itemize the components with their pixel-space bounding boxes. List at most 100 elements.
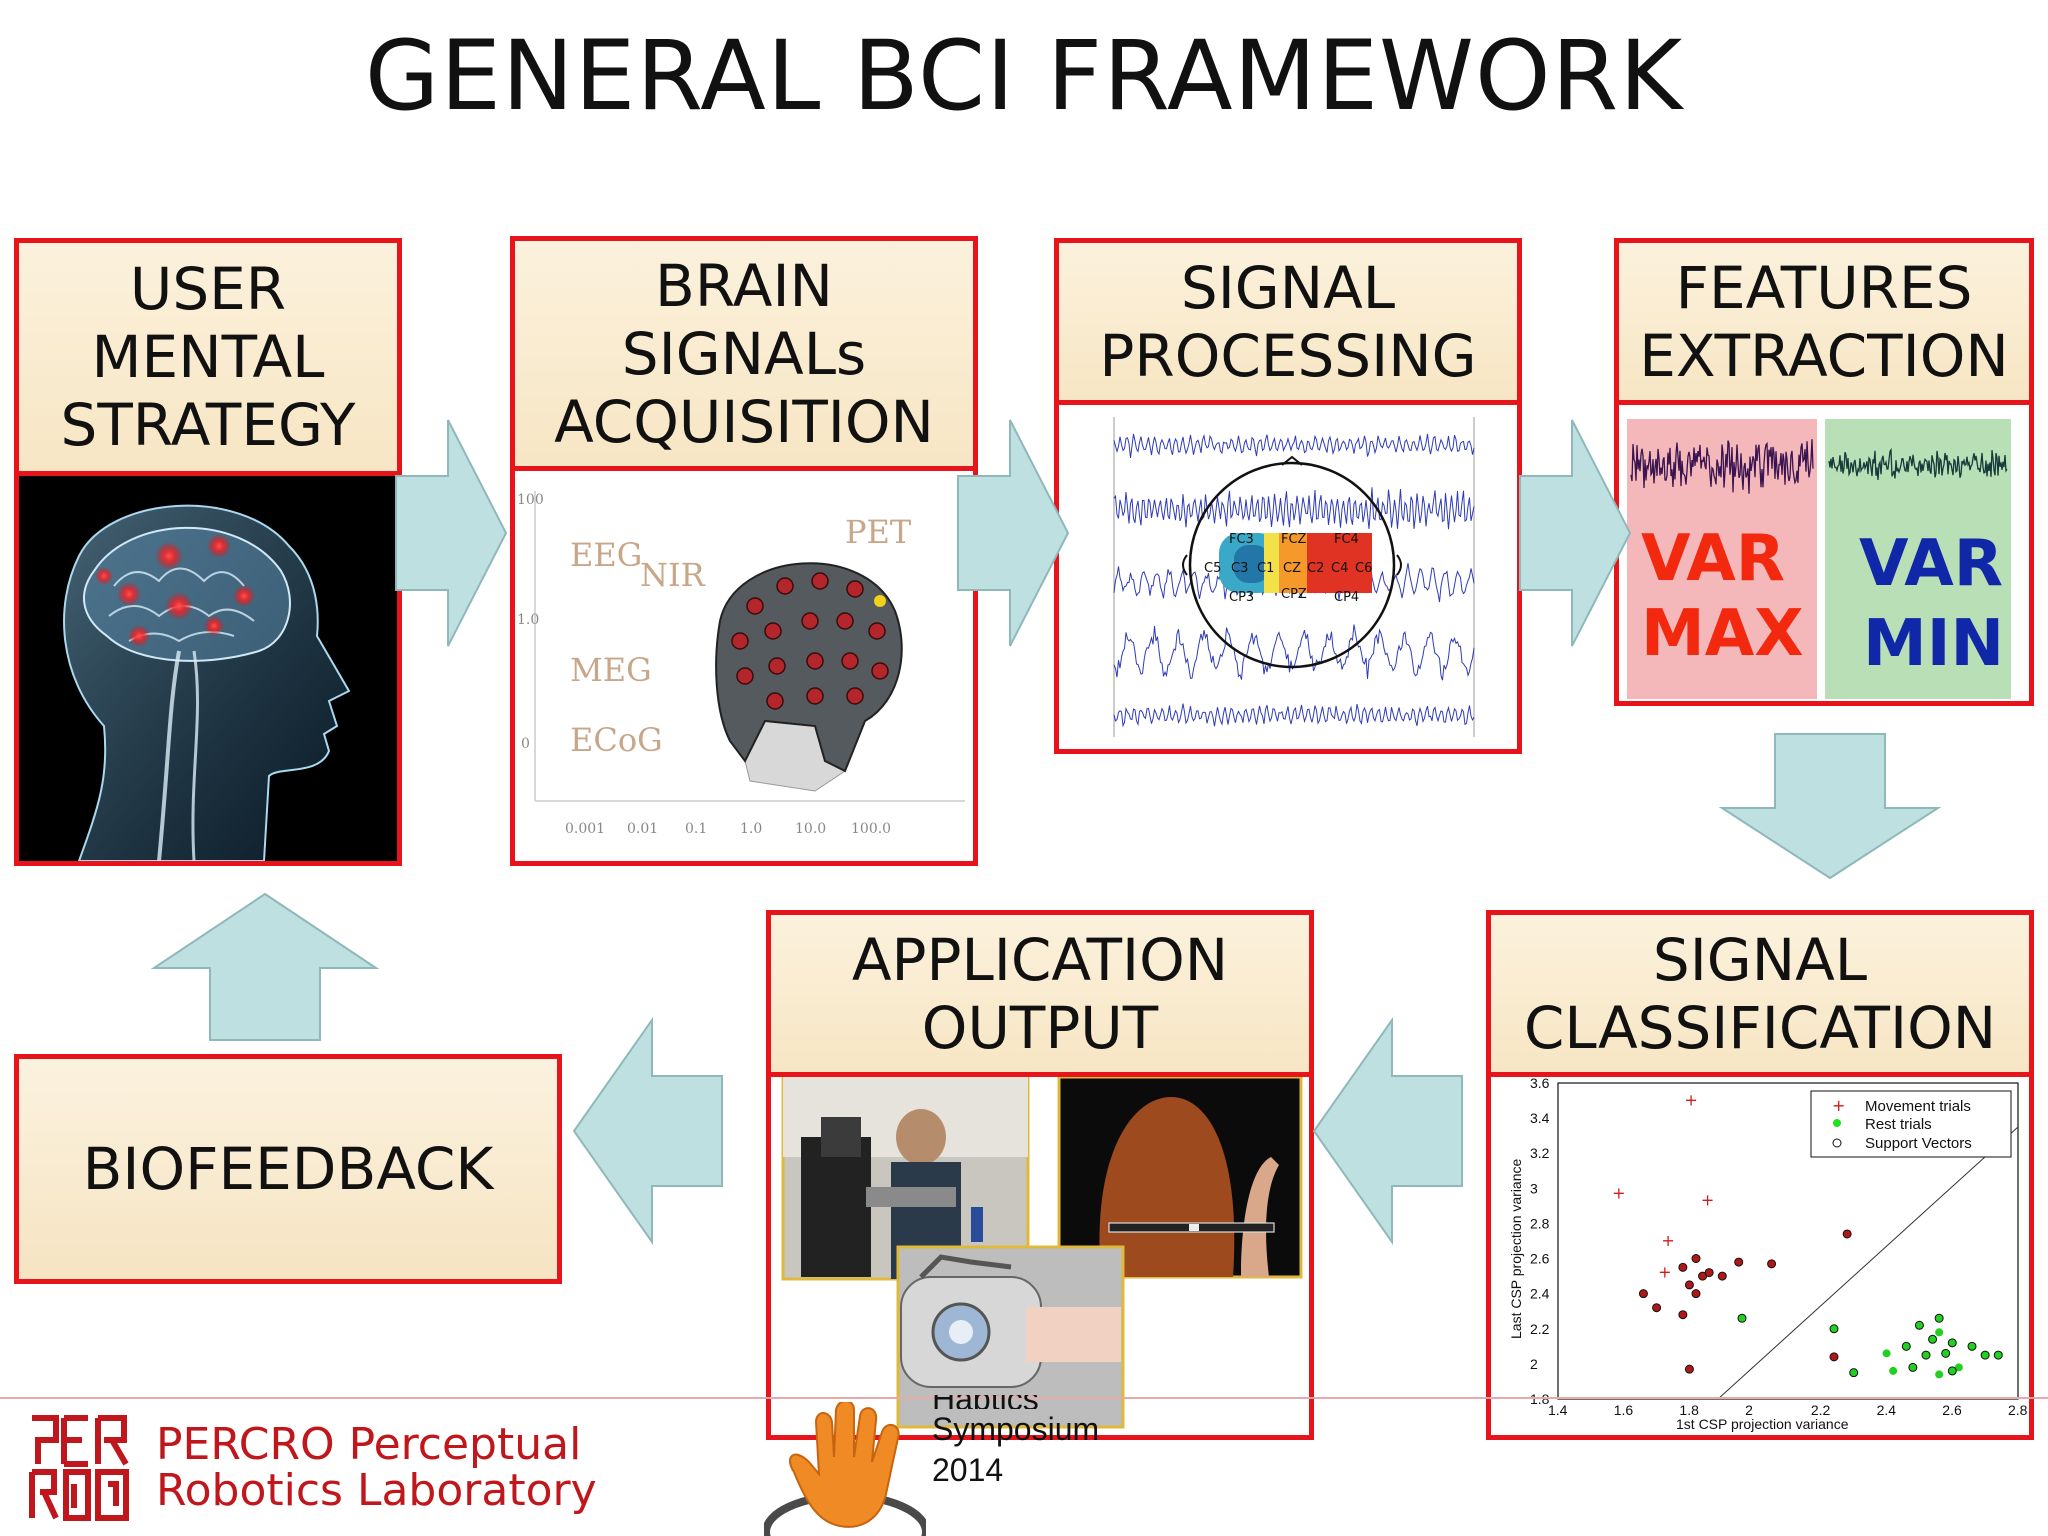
y-tick-label: 1.8 <box>1530 1391 1550 1407</box>
rest-trial-point <box>1954 1363 1963 1372</box>
features-image: VAR MAX VAR MIN <box>1619 405 2029 701</box>
eeg-traces: FC3 FCZ FC4 C5 C3 C1 CZ C2 C4 C6 CP3 CPZ… <box>1113 417 1475 737</box>
movement-trial-point <box>1678 1262 1688 1272</box>
electrode-label: C1 <box>1257 561 1274 576</box>
movement-trial-point <box>1767 1259 1777 1269</box>
electrode-label: FC3 <box>1229 532 1254 547</box>
movement-trial-point: + <box>1612 1184 1625 1203</box>
header-line: PROCESSING <box>1099 321 1477 390</box>
header-line: USER <box>129 255 287 323</box>
electrode-label: C4 <box>1331 561 1348 576</box>
variance-panels: VAR MAX VAR MIN <box>1627 419 2011 699</box>
y-tick-label: 3.4 <box>1530 1110 1550 1126</box>
movement-trial-point: + <box>1661 1231 1674 1250</box>
header-line: EXTRACTION <box>1639 321 2009 390</box>
header-line: OUTPUT <box>921 993 1159 1062</box>
arrow-down-icon <box>1718 733 1942 880</box>
box-user-mental-strategy: USER MENTAL STRATEGY <box>14 238 402 866</box>
haptics-hand-logo-icon <box>764 1402 926 1536</box>
header-line: SIGNAL <box>1652 925 1868 994</box>
electrode-label: CPZ <box>1281 587 1307 602</box>
movement-trial-point <box>1734 1257 1744 1267</box>
header-line: FEATURES <box>1675 253 1973 322</box>
rest-trial-point <box>1935 1328 1944 1337</box>
legend-item: Rest trials <box>1865 1116 1932 1133</box>
arrow-left-icon <box>572 1016 723 1246</box>
y-tick-label: 2.6 <box>1530 1251 1550 1267</box>
header-features-extraction: FEATURES EXTRACTION <box>1619 243 2029 405</box>
acquisition-image: 100 1.0 0 0.001 0.01 0.1 1.0 10.0 100.0 … <box>515 471 973 861</box>
x-tick: 100.0 <box>851 821 891 837</box>
electrode-label: C3 <box>1231 561 1248 576</box>
box-features-extraction: FEATURES EXTRACTION VAR MAX VAR MIN <box>1614 238 2034 706</box>
header-line: SIGNALs <box>621 319 867 388</box>
rest-trial-point <box>1737 1313 1747 1323</box>
box-biofeedback: BIOFEEDBACK <box>14 1054 562 1284</box>
rest-trial-point <box>1941 1348 1951 1358</box>
eeg-trace <box>1113 703 1475 728</box>
legend-marker-circle-icon <box>1832 1138 1842 1148</box>
electrode-label: CZ <box>1283 561 1301 576</box>
legend-marker-plus-icon: + <box>1832 1096 1845 1115</box>
x-axis-label: 1st CSP projection variance <box>1676 1416 1849 1432</box>
lab-name: PERCRO Perceptual Robotics Laboratory <box>156 1422 597 1514</box>
movement-trial-point <box>1684 1364 1694 1374</box>
rest-trial-point <box>1849 1368 1859 1378</box>
x-tick: 0.01 <box>627 821 658 837</box>
y-tick-label: 3.6 <box>1530 1077 1550 1091</box>
header-biofeedback: BIOFEEDBACK <box>19 1059 557 1279</box>
x-tick: 0.1 <box>685 821 707 837</box>
movement-trial-point <box>1652 1303 1662 1313</box>
arrow-right-icon <box>395 419 508 647</box>
movement-trial-point: + <box>1658 1263 1671 1282</box>
x-tick-label: 1.4 <box>1548 1402 1568 1418</box>
rest-trial-point <box>1947 1366 1957 1376</box>
electrode-label: FCZ <box>1281 532 1307 547</box>
modality-label: NIR <box>640 556 706 594</box>
electrode-label: FC4 <box>1334 532 1359 547</box>
x-tick: 10.0 <box>795 821 826 837</box>
eeg-trace <box>1113 487 1475 530</box>
var-min-label: VAR <box>1859 527 2003 601</box>
x-tick-label: 2.2 <box>1811 1402 1831 1418</box>
legend <box>1810 1090 2012 1158</box>
header-line: BRAIN <box>655 251 833 320</box>
movement-trial-point: + <box>1701 1191 1714 1210</box>
y-tick-label: 2.2 <box>1530 1321 1550 1337</box>
x-tick-label: 1.8 <box>1679 1402 1699 1418</box>
box-signal-processing: SIGNAL PROCESSING FC3 FCZ FC4 <box>1054 238 1522 754</box>
movement-trial-point: + <box>1684 1091 1697 1110</box>
haptics-symposium-label: Haptics Symposium 2014 <box>932 1395 1099 1491</box>
var-max-label: VAR <box>1641 522 1785 596</box>
electrode-label: C2 <box>1307 561 1324 576</box>
header-line: CLASSIFICATION <box>1523 993 1997 1062</box>
x-tick-label: 2.6 <box>1942 1402 1962 1418</box>
x-tick-label: 2 <box>1745 1402 1753 1418</box>
lab-name-line: Robotics Laboratory <box>156 1465 597 1516</box>
rest-trial-point <box>1980 1350 1990 1360</box>
rest-trial-point <box>1993 1350 2003 1360</box>
header-line: BIOFEEDBACK <box>82 1135 494 1203</box>
y-tick: 1.0 <box>517 612 539 628</box>
lab-name-line: PERCRO Perceptual <box>156 1419 582 1470</box>
movement-trial-point <box>1678 1310 1688 1320</box>
variance-trace <box>1630 439 1814 494</box>
y-tick-label: 3 <box>1530 1180 1538 1196</box>
x-tick-label: 1.6 <box>1614 1402 1634 1418</box>
box-brain-signals-acquisition: BRAIN SIGNALs ACQUISITION 100 1.0 0 0.00… <box>510 236 978 866</box>
electrode-label: C5 <box>1204 561 1221 576</box>
variance-trace <box>1828 447 2008 481</box>
x-tick-label: 2.8 <box>2008 1402 2028 1418</box>
x-tick-label: 2.4 <box>1877 1402 1897 1418</box>
var-min-label: MIN <box>1863 607 2004 681</box>
haptics-line: Haptics <box>932 1395 1099 1409</box>
electrode-label: C6 <box>1355 561 1372 576</box>
arrow-right-icon <box>1519 419 1632 647</box>
header-line: STRATEGY <box>60 391 356 459</box>
topography-head <box>1182 455 1402 669</box>
haptics-line: Symposium <box>932 1411 1100 1447</box>
header-user-mental-strategy: USER MENTAL STRATEGY <box>19 243 397 476</box>
x-tick: 1.0 <box>740 821 762 837</box>
box-signal-classification: SIGNAL CLASSIFICATION 1.4 1.6 1.8 2 2.2 2.4 2.… <box>1486 910 2034 1440</box>
